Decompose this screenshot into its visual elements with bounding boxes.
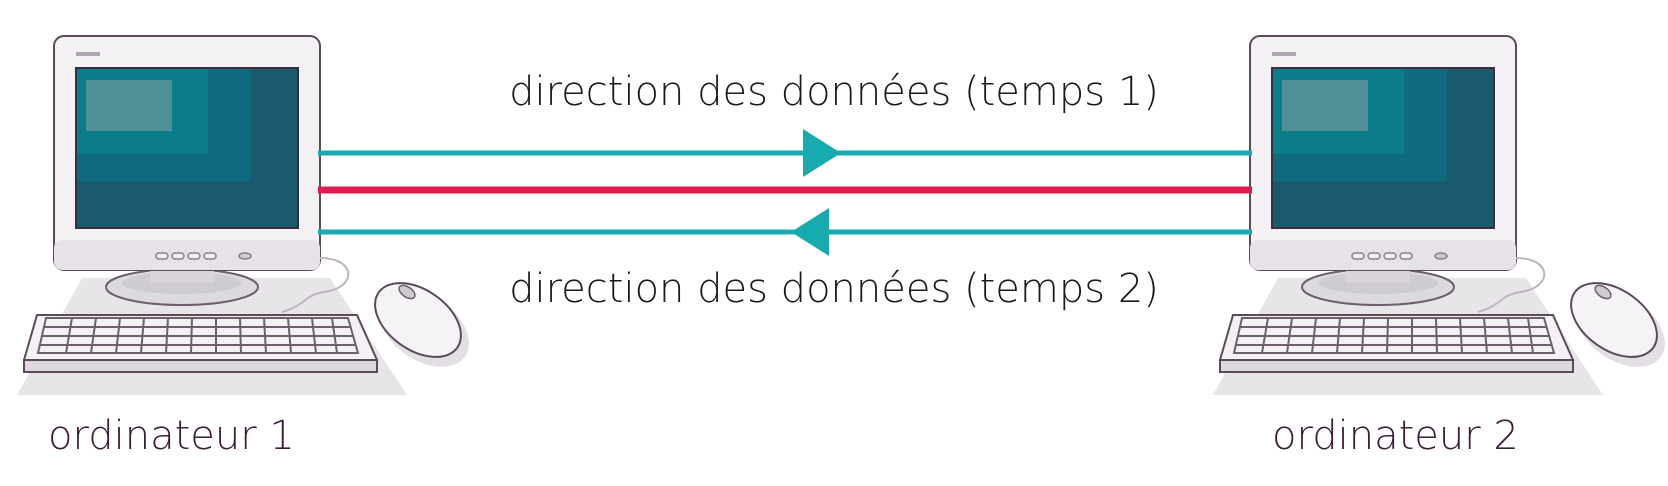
flow-label-bottom: direction des données (temps 2) — [509, 266, 1159, 312]
computer-left-label: ordinateur 1 — [48, 413, 295, 459]
arrow-right-icon — [803, 129, 841, 177]
arrow-left-icon — [791, 208, 829, 256]
computer-right-label: ordinateur 2 — [1272, 413, 1519, 459]
flow-label-top: direction des données (temps 1) — [509, 69, 1159, 115]
